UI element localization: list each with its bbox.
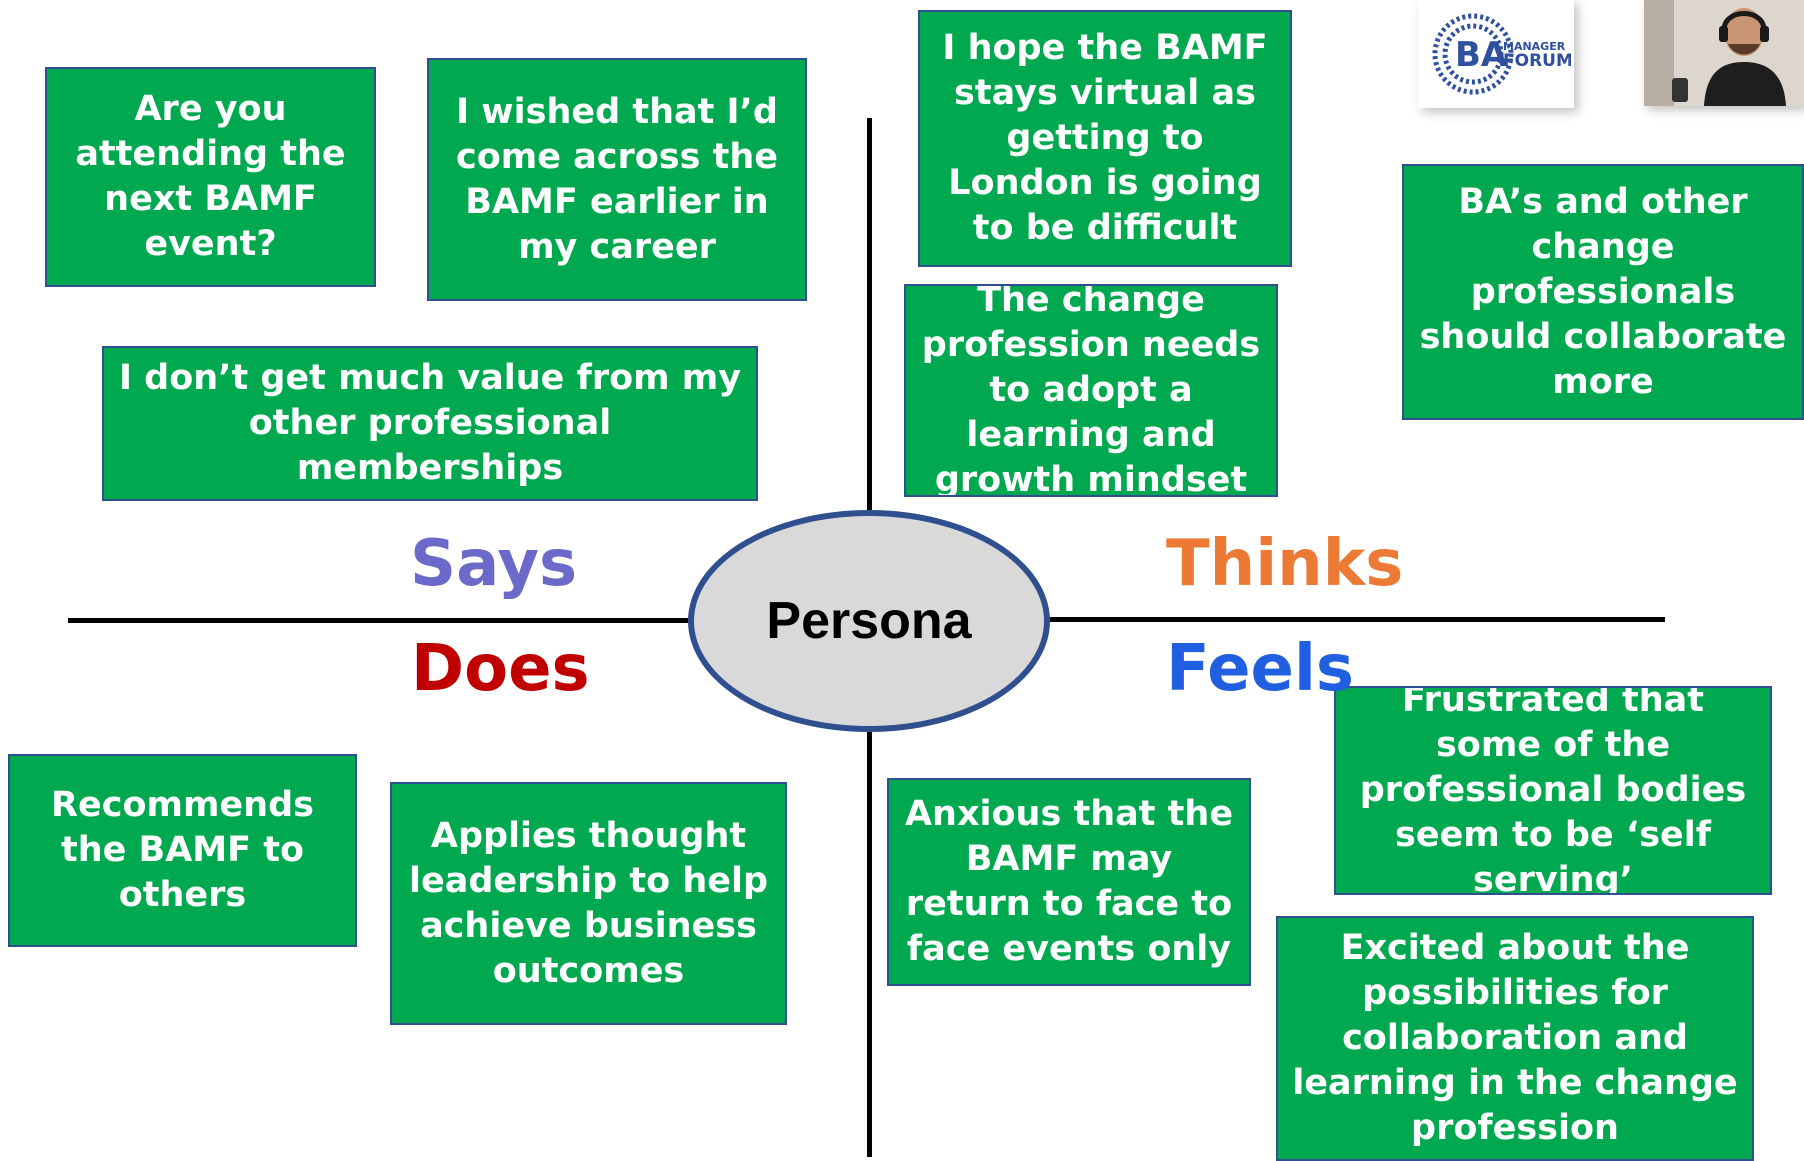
vertical-axis-top	[867, 118, 872, 514]
feels-note-excited: Excited about the possibilities for coll…	[1276, 916, 1754, 1161]
logo-subtext-2: FORUM	[1503, 51, 1571, 71]
logo-text: BA	[1455, 35, 1508, 75]
thinks-note-text: BA’s and other change professionals shou…	[1419, 181, 1787, 402]
thinks-note-virtual: I hope the BAMF stays virtual as getting…	[918, 10, 1292, 267]
says-note-text: Are you attending the next BAMF event?	[75, 89, 346, 264]
thinks-note-mindset: The change profession needs to adopt a l…	[904, 284, 1278, 497]
says-note-wished: I wished that I’d come across the BAMF e…	[427, 58, 807, 301]
horizontal-axis-left	[68, 618, 690, 623]
does-note-text: Recommends the BAMF to others	[51, 785, 314, 915]
thinks-note-collaborate: BA’s and other change professionals shou…	[1402, 164, 1804, 420]
says-note-text: I don’t get much value from my other pro…	[118, 358, 742, 488]
persona-photo	[1644, 0, 1804, 106]
does-note-thought-leadership: Applies thought leadership to help achie…	[390, 782, 787, 1025]
says-note-value: I don’t get much value from my other pro…	[102, 346, 758, 501]
quadrant-label-thinks: Thinks	[1166, 527, 1404, 601]
thinks-note-text: I hope the BAMF stays virtual as getting…	[942, 28, 1268, 248]
ba-manager-forum-logo: BA MANAGER FORUM	[1418, 0, 1574, 108]
feels-note-text: Anxious that the BAMF may return to face…	[904, 794, 1234, 969]
logo-subtext-1: MANAGER	[1503, 40, 1566, 53]
quadrant-label-feels: Feels	[1166, 632, 1354, 706]
feels-note-text: Excited about the possibilities for coll…	[1292, 928, 1738, 1148]
horizontal-axis-right	[1048, 617, 1665, 622]
feels-note-text: Frustrated that some of the professional…	[1359, 686, 1747, 895]
ba-manager-forum-logo-graphic: BA MANAGER FORUM	[1432, 13, 1571, 95]
quadrant-label-says: Says	[410, 527, 578, 601]
person-with-headphones-icon	[1644, 0, 1804, 106]
quadrant-label-does: Does	[411, 632, 590, 706]
says-note-attending: Are you attending the next BAMF event?	[45, 67, 376, 287]
does-note-text: Applies thought leadership to help achie…	[408, 815, 769, 991]
feels-note-anxious: Anxious that the BAMF may return to face…	[887, 778, 1251, 986]
vertical-axis-bottom	[867, 732, 872, 1157]
says-note-text: I wished that I’d come across the BAMF e…	[455, 91, 779, 267]
persona-ellipse: Persona	[688, 510, 1050, 732]
thinks-note-text: The change profession needs to adopt a l…	[921, 284, 1261, 497]
persona-label: Persona	[766, 592, 972, 650]
does-note-recommends: Recommends the BAMF to others	[8, 754, 357, 947]
feels-note-frustrated: Frustrated that some of the professional…	[1334, 686, 1772, 895]
